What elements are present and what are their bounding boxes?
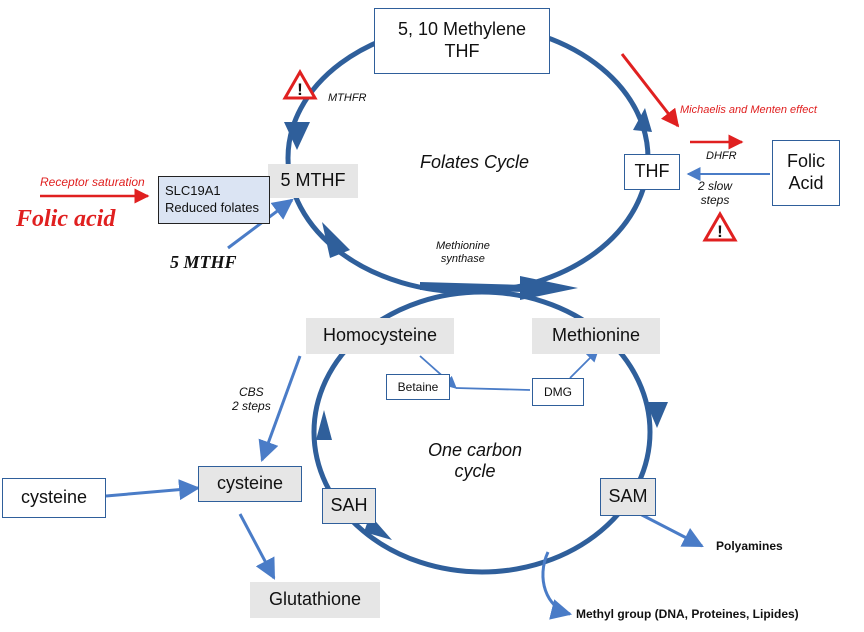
label-methyl-group: Methyl group (DNA, Proteines, Lipides) [576,607,799,621]
arrow-cysteine-to-cysteine [105,479,201,501]
label-polyamines: Polyamines [716,539,783,553]
one-carbon-cycle-ring [311,289,653,575]
arrow-dmg-methionine [569,349,599,379]
warning-triangle-icon: ! [282,68,318,100]
node-sah: SAH [322,488,376,524]
folates-cycle-arrowhead-bottomleft [322,222,350,258]
svg-text:!: ! [717,222,723,241]
label-mthfr: MTHFR [328,92,367,104]
node-thf: THF [624,154,680,190]
arrow-homocysteine-cysteine [258,355,302,462]
arrow-methyl-group [541,551,573,620]
node-glutathione: Glutathione [250,582,380,618]
node-cysteine-center: cysteine [198,466,302,502]
arrow-sam-polyamines [639,512,704,548]
node-methionine: Methionine [532,318,660,354]
methionine-synthase-bar [420,282,525,292]
node-sah-label: SAH [330,495,368,516]
node-slc19a1: SLC19A1 Reduced folates [158,176,270,224]
node-5mthf-label: 5 MTHF [280,170,346,191]
node-slc19a1-line1: SLC19A1 [165,183,221,199]
node-methylene-thf-line2: THF [444,41,480,61]
node-methylene-thf-line1: 5, 10 Methylene [397,19,527,40]
label-methionine-synthase-line1: Methionine [436,240,490,252]
node-betaine-label: Betaine [397,379,439,394]
label-dhfr: DHFR [706,150,737,162]
arrow-5mthf-in [227,198,294,250]
node-homocysteine-label: Homocysteine [322,325,438,346]
label-cbs-line2: 2 steps [232,398,271,413]
label-methionine-synthase: Methionine synthase [436,240,490,265]
node-folic-acid-line2: Acid [788,173,824,193]
folates-cycle-arrowhead-right [633,108,652,132]
node-thf-label: THF [634,161,670,182]
label-methionine-synthase-line2: synthase [440,252,485,265]
node-slc19a1-line2: Reduced folates [165,200,259,215]
arrow-cysteine-glutathione [238,513,276,580]
node-sam: SAM [600,478,656,516]
label-cbs-line1: CBS [239,385,264,399]
node-5mthf: 5 MTHF [268,164,358,198]
label-one-carbon-line1: One carbon [428,440,523,460]
one-carbon-arrowhead-left [316,410,332,440]
node-cysteine-left-label: cysteine [20,487,88,508]
methionine-synthase-arrowhead [520,276,578,300]
label-folic-acid: Folic acid [16,206,116,232]
warning-triangle-icon: ! [702,210,738,242]
node-methionine-label: Methionine [551,325,641,346]
label-cbs: CBS 2 steps [232,385,271,414]
label-two-slow-steps-line2: steps [700,192,730,207]
folates-cycle-arrowhead-left [284,122,310,150]
node-betaine: Betaine [386,374,450,400]
node-homocysteine: Homocysteine [306,318,454,354]
label-one-carbon-line2: cycle [454,460,496,481]
label-two-slow-steps: 2 slow steps [698,179,733,208]
label-folates-cycle: Folates Cycle [420,152,530,172]
label-5mthf-bold: 5 MTHF [170,252,237,272]
node-dmg: DMG [532,378,584,406]
node-folic-acid: Folic Acid [772,140,840,206]
arrow-homocysteine-betaine [419,355,457,389]
red-arrow-michaelis [620,53,680,128]
arrow-betaine-dmg [455,387,531,391]
node-sam-label: SAM [608,486,648,507]
label-one-carbon-cycle: One carbon cycle [428,440,522,481]
node-cysteine-left: cysteine [2,478,106,518]
node-cysteine-center-label: cysteine [216,473,284,494]
label-receptor-saturation: Receptor saturation [40,175,145,189]
label-two-slow-steps-line1: 2 slow [698,179,733,193]
node-dmg-label: DMG [544,384,572,399]
label-michaelis-menten: Michaelis and Menten effect [680,104,817,116]
node-methylene-thf: 5, 10 Methylene THF [374,8,550,74]
one-carbon-arrowhead-right [646,402,668,428]
node-glutathione-label: Glutathione [268,589,362,610]
node-folic-acid-line1: Folic [786,151,825,172]
svg-text:!: ! [297,80,303,99]
